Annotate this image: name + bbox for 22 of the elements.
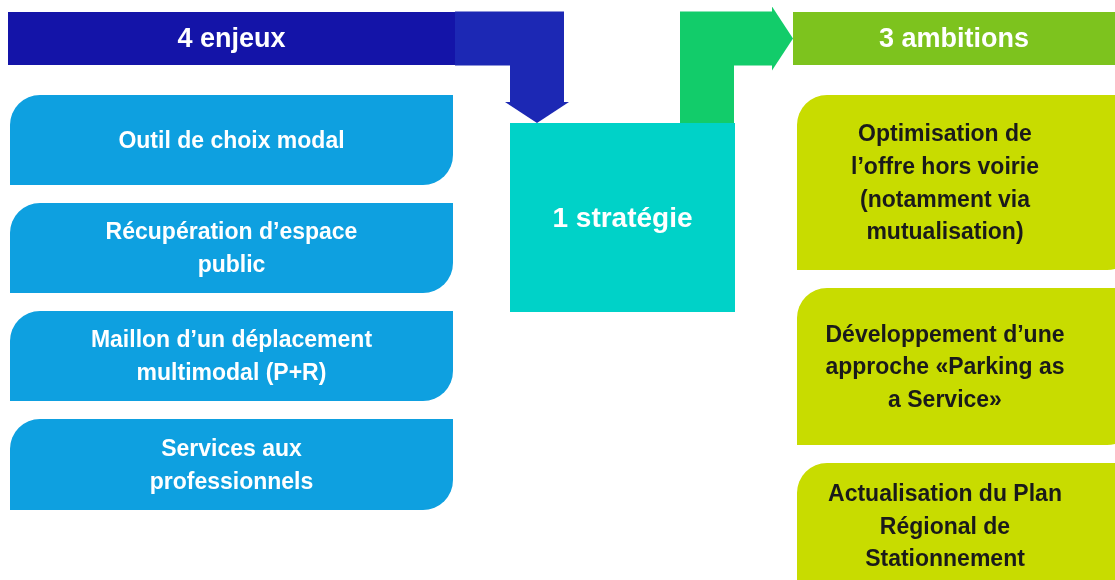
node-label: Outil de choix modal (118, 125, 345, 155)
arrow (455, 11, 569, 123)
node-label: 1 stratégie (552, 200, 693, 235)
strategy-box (510, 123, 735, 312)
node-label: Maillon d’un déplacement multimodal (P+R) (89, 325, 374, 387)
issue-box (10, 203, 453, 293)
ambition-box (797, 463, 1115, 580)
arrow (680, 6, 793, 123)
header-bar (793, 12, 1115, 65)
node-label: 4 enjeux (177, 22, 286, 56)
header-bar (8, 12, 455, 65)
issue-box (10, 311, 453, 401)
ambition-box (797, 288, 1115, 445)
issue-box (10, 95, 453, 185)
node-label: Optimisation de l’offre hors voirie (notamment via mutualisation) (850, 119, 1040, 247)
node-label: Développement d’une approche «Parking as a Service» (825, 319, 1065, 414)
node-label: Actualisation du Plan Régional de Stationnement (827, 479, 1063, 574)
node-label: Récupération d’espace public (104, 217, 359, 279)
node-label: 3 ambitions (879, 22, 1029, 56)
issue-box (10, 419, 453, 510)
ambition-box (797, 95, 1115, 270)
node-label: Services aux professionnels (148, 433, 315, 496)
